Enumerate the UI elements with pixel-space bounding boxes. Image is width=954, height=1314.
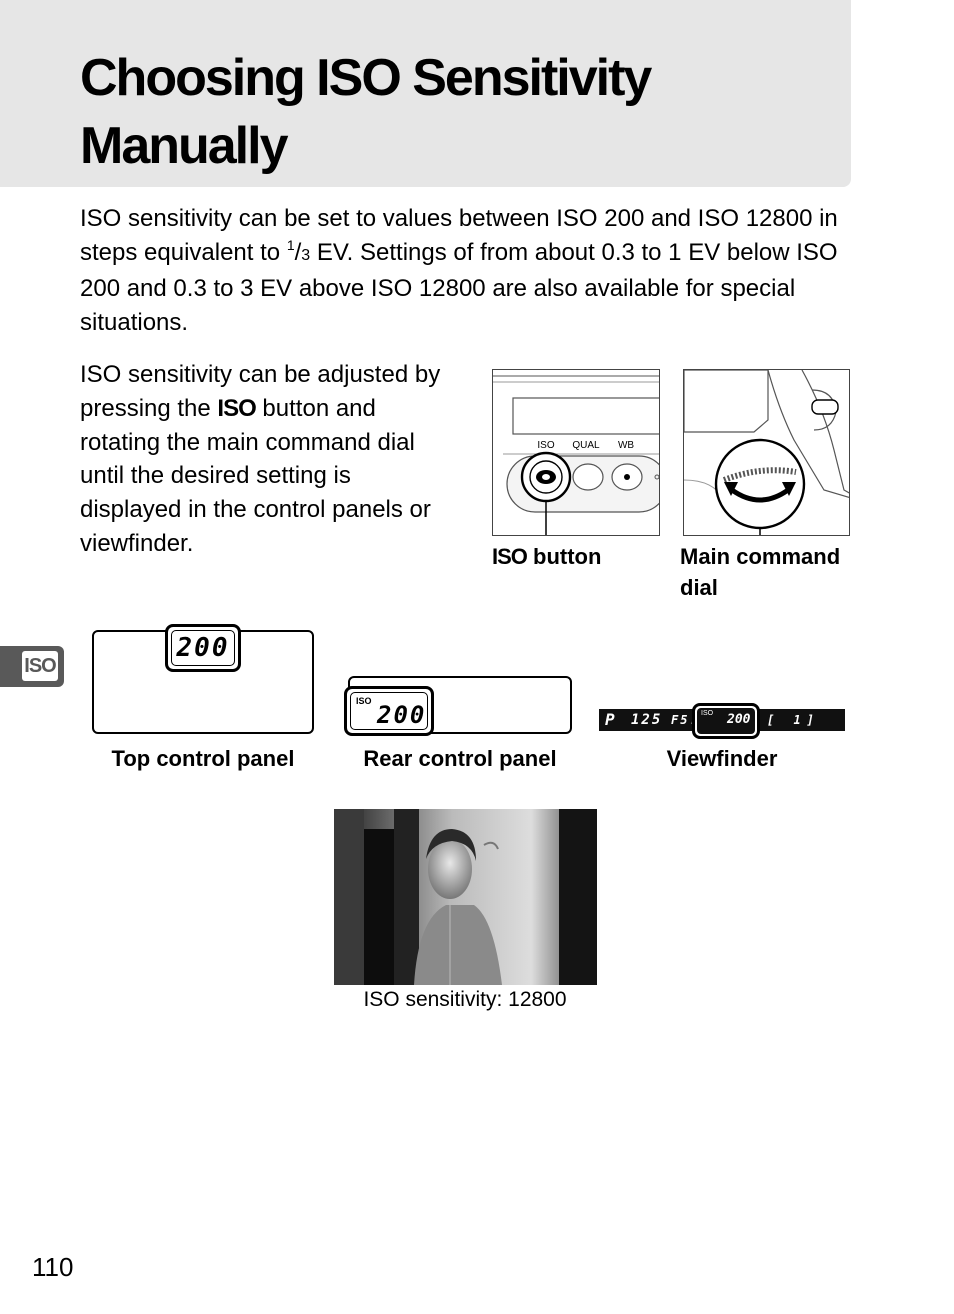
wb-button-label: WB bbox=[618, 440, 634, 451]
top-panel-iso-value: 200 bbox=[171, 630, 235, 666]
main-command-dial-illustration bbox=[683, 369, 850, 536]
main-dial-caption-line-1: Main command bbox=[680, 544, 841, 569]
iso-button-caption-name: ISO bbox=[492, 544, 528, 569]
intro-text-part-2: EV. Settings of from about 0.3 to 1 EV b… bbox=[80, 238, 838, 336]
main-command-dial-drawing bbox=[684, 370, 849, 535]
iso-button-label: ISO bbox=[537, 440, 554, 451]
qual-button-label: QUAL bbox=[572, 440, 600, 451]
sample-photo bbox=[334, 809, 597, 985]
top-panel-caption: Top control panel bbox=[111, 746, 295, 771]
rear-panel-readout: ISO 200 bbox=[344, 686, 434, 736]
rear-panel-iso-label: ISO bbox=[356, 696, 372, 706]
viewfinder-shutter: 125 bbox=[631, 712, 663, 728]
iso-button-name: ISO bbox=[217, 394, 256, 422]
page-title-line-1: Choosing ISO Sensitivity bbox=[80, 49, 652, 107]
viewfinder-mode: P bbox=[605, 710, 617, 729]
portrait-image bbox=[334, 809, 597, 985]
iso-button-caption-suffix: button bbox=[526, 544, 602, 569]
camera-buttons-drawing: ISO QUAL WB bbox=[493, 375, 659, 535]
camera-buttons-illustration: ISO QUAL WB bbox=[492, 369, 660, 536]
viewfinder-caption: Viewfinder bbox=[666, 746, 778, 771]
rear-panel-iso-value: 200 bbox=[377, 701, 427, 729]
viewfinder-iso-readout: ISO 200 bbox=[692, 703, 760, 739]
howto-paragraph: ISO sensitivity can be adjusted by press… bbox=[80, 358, 452, 561]
viewfinder-bracket: [ 1] bbox=[767, 713, 820, 727]
intro-paragraph: ISO sensitivity can be set to values bet… bbox=[80, 205, 838, 336]
viewfinder-iso-value: 200 bbox=[727, 712, 751, 727]
howto-text-part-2: button and rotating the main command dia… bbox=[80, 394, 431, 557]
main-command-dial-caption: Main command dial bbox=[680, 541, 840, 603]
fraction-numerator: 1 bbox=[286, 236, 295, 253]
top-panel-readout: 200 bbox=[165, 624, 241, 672]
fraction-denominator: 3 bbox=[301, 246, 311, 264]
main-dial-caption-line-2: dial bbox=[680, 575, 718, 600]
page-title: Choosing ISO Sensitivity Manually bbox=[80, 44, 820, 180]
page-number: 110 bbox=[32, 1252, 74, 1282]
page-title-line-2: Manually bbox=[80, 117, 288, 175]
section-tab-label: ISO bbox=[22, 651, 58, 681]
title-band bbox=[0, 0, 851, 187]
rear-panel-caption: Rear control panel bbox=[363, 746, 557, 771]
howto-text-part-1: ISO sensitivity can be adjusted by press… bbox=[80, 361, 441, 422]
viewfinder-iso-label: ISO bbox=[701, 710, 714, 717]
photo-caption: ISO sensitivity: 12800 bbox=[363, 988, 567, 1011]
intro-text-part-1: ISO sensitivity can be set to values bet… bbox=[80, 205, 838, 266]
iso-button-caption: ISO button bbox=[492, 541, 601, 572]
